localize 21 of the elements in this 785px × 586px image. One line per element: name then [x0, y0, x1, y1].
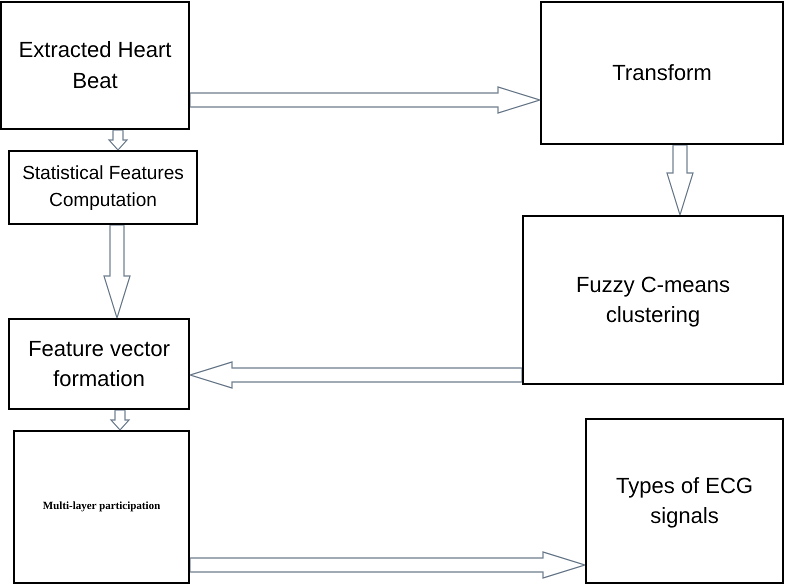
process-box [540, 1, 784, 145]
box-label: Extracted Heart Beat [18, 36, 172, 94]
block-arrow [103, 224, 131, 320]
process-box [585, 418, 784, 584]
box-label: Transform [612, 58, 712, 87]
box-label: Multi-layer participation [42, 499, 160, 514]
block-arrow [108, 129, 128, 151]
block-arrow [189, 551, 588, 579]
block-arrow [110, 409, 130, 431]
process-box [0, 1, 190, 130]
process-box [8, 150, 198, 225]
process-box [13, 430, 190, 584]
box-label: Types of ECG signals [615, 472, 754, 530]
process-box [8, 318, 190, 410]
box-label: Fuzzy C-means clustering [574, 270, 732, 329]
box-label: Feature vector formation [27, 334, 171, 393]
block-arrow [189, 86, 542, 114]
block-arrow [188, 361, 523, 389]
box-label: Statistical Features Computation [21, 162, 185, 212]
process-box [522, 215, 784, 385]
block-arrow [666, 144, 694, 218]
